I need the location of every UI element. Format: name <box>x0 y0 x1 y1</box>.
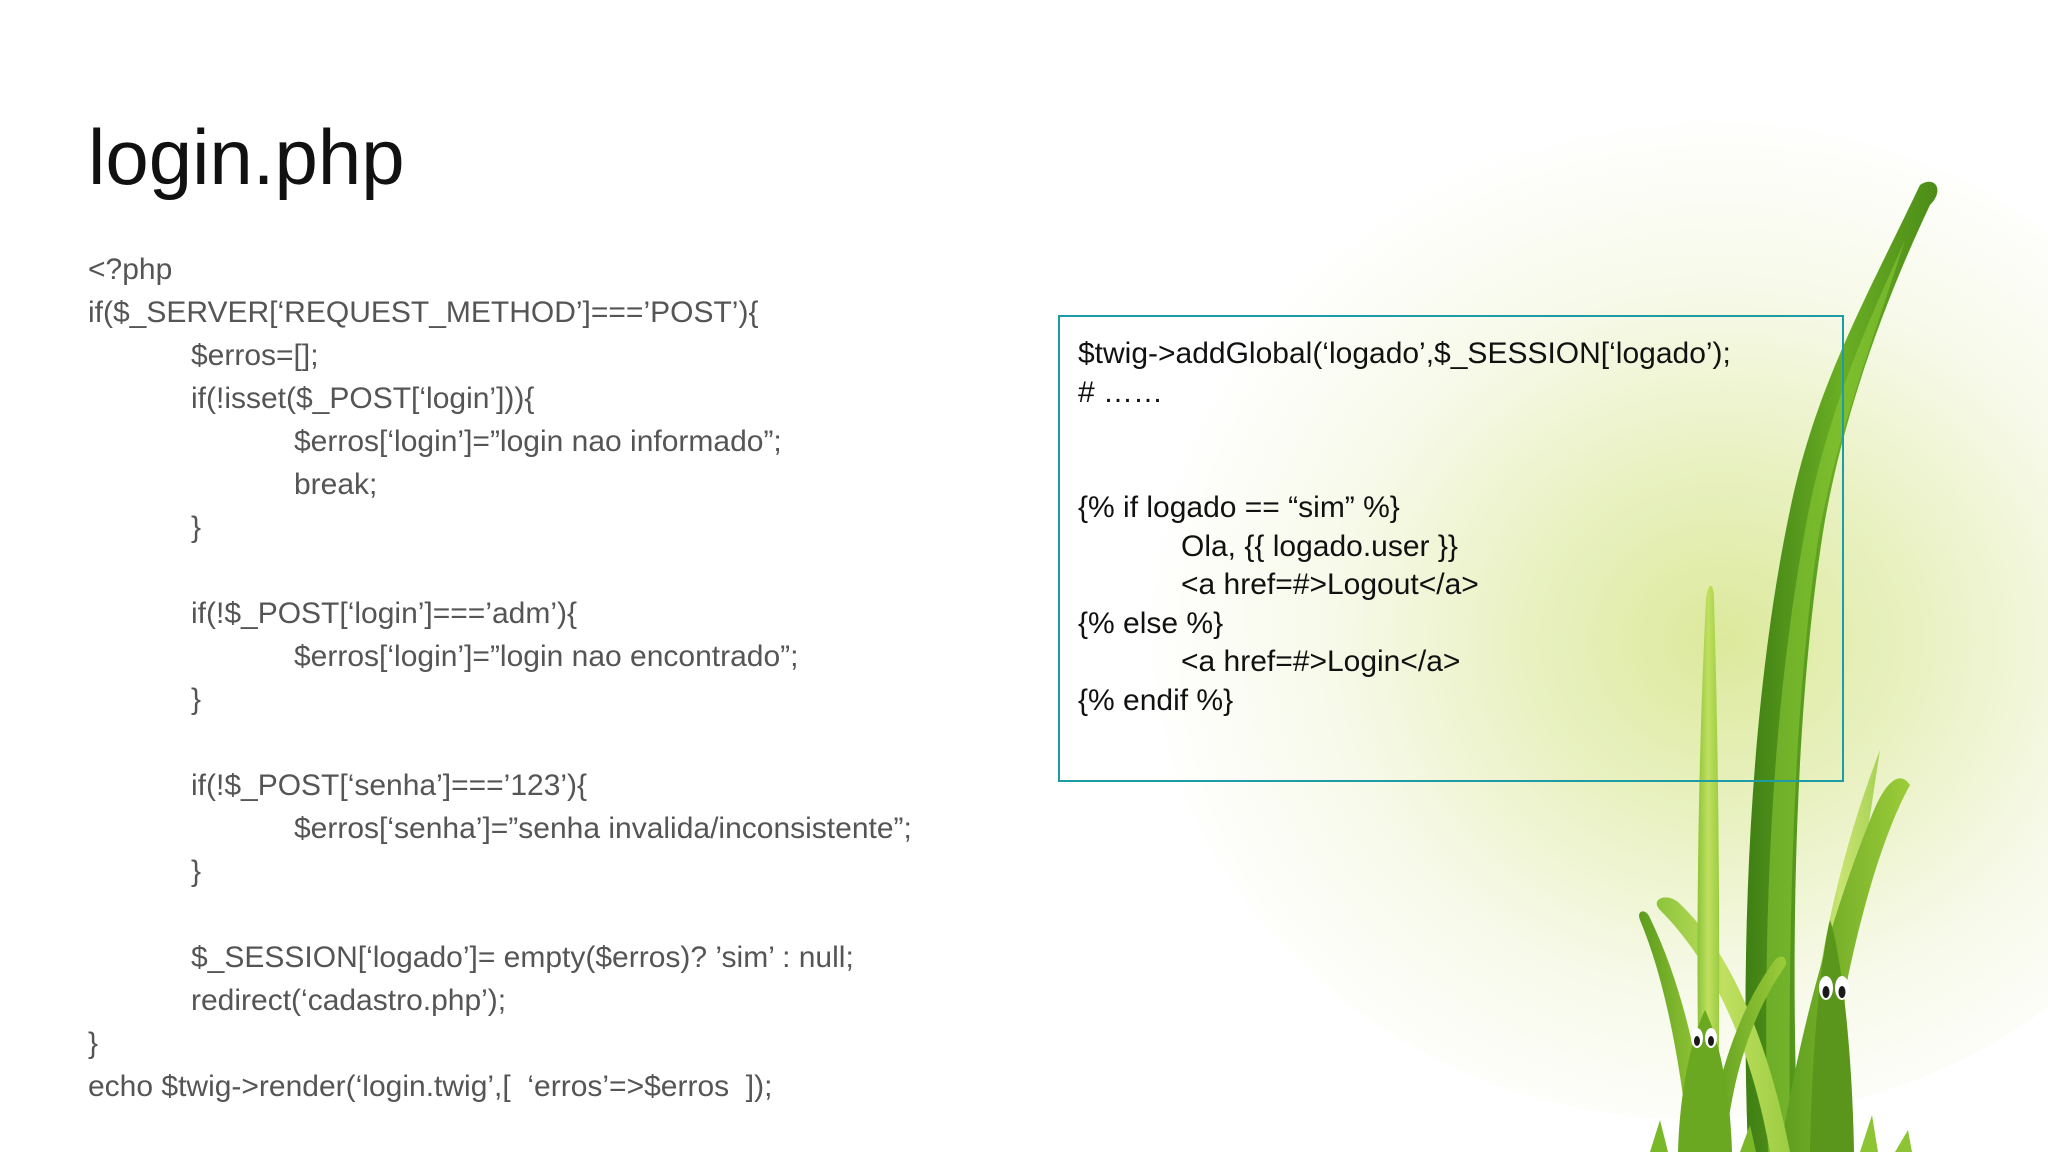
php-code-line: } <box>191 855 202 888</box>
twig-code-line: {% if logado == “sim” %} <box>1078 491 1400 524</box>
php-code-line: $erros[‘login’]=”login nao informado”; <box>294 425 782 458</box>
twig-code-block: $twig->addGlobal(‘logado’,$_SESSION[‘log… <box>1078 335 1731 720</box>
twig-code-line: $twig->addGlobal(‘logado’,$_SESSION[‘log… <box>1078 337 1731 370</box>
php-code-line: $_SESSION[‘logado’]= empty($erros)? ’sim… <box>191 941 854 974</box>
php-code-line: <?php <box>88 253 173 286</box>
php-code-line: redirect(‘cadastro.php’); <box>191 984 507 1017</box>
twig-code-line <box>1078 412 1731 451</box>
php-code-line: $erros[‘senha’]=”senha invalida/inconsis… <box>294 812 912 845</box>
php-code-line: if(!$_POST[‘login’]===’adm’){ <box>191 597 578 630</box>
php-code-block: <?php if($_SERVER[‘REQUEST_METHOD’]===’PO… <box>88 248 912 1108</box>
php-code-line <box>88 893 912 936</box>
php-code-line: echo $twig->render(‘login.twig’,[ ‘erros… <box>88 1070 773 1103</box>
php-code-line: if(!isset($_POST[‘login’])){ <box>191 382 535 415</box>
twig-code-line: <a href=#>Login</a> <box>1181 645 1461 678</box>
slide-title: login.php <box>88 113 405 201</box>
php-code-line: if(!$_POST[‘senha’]===’123’){ <box>191 769 588 802</box>
twig-code-line: <a href=#>Logout</a> <box>1181 568 1479 601</box>
php-code-line: if($_SERVER[‘REQUEST_METHOD’]===’POST’){ <box>88 296 759 329</box>
twig-code-box: $twig->addGlobal(‘logado’,$_SESSION[‘log… <box>1058 315 1844 782</box>
php-code-line <box>88 721 912 764</box>
background-glow <box>1150 120 2048 1120</box>
php-code-line <box>88 549 912 592</box>
twig-code-line: {% endif %} <box>1078 683 1234 717</box>
php-code-line: $erros[‘login’]=”login nao encontrado”; <box>294 640 799 673</box>
php-code-line: break; <box>294 468 378 501</box>
php-code-line: } <box>191 683 202 716</box>
grass-illustration-icon <box>1639 181 1938 1152</box>
php-code-line: $erros=[]; <box>191 339 319 372</box>
php-code-line: } <box>191 511 202 544</box>
php-code-line: } <box>88 1027 99 1060</box>
twig-code-line: # …… <box>1078 375 1164 409</box>
twig-code-line: {% else %} <box>1078 606 1224 640</box>
twig-code-line <box>1078 451 1731 490</box>
twig-code-line: Ola, {{ logado.user }} <box>1181 529 1458 563</box>
